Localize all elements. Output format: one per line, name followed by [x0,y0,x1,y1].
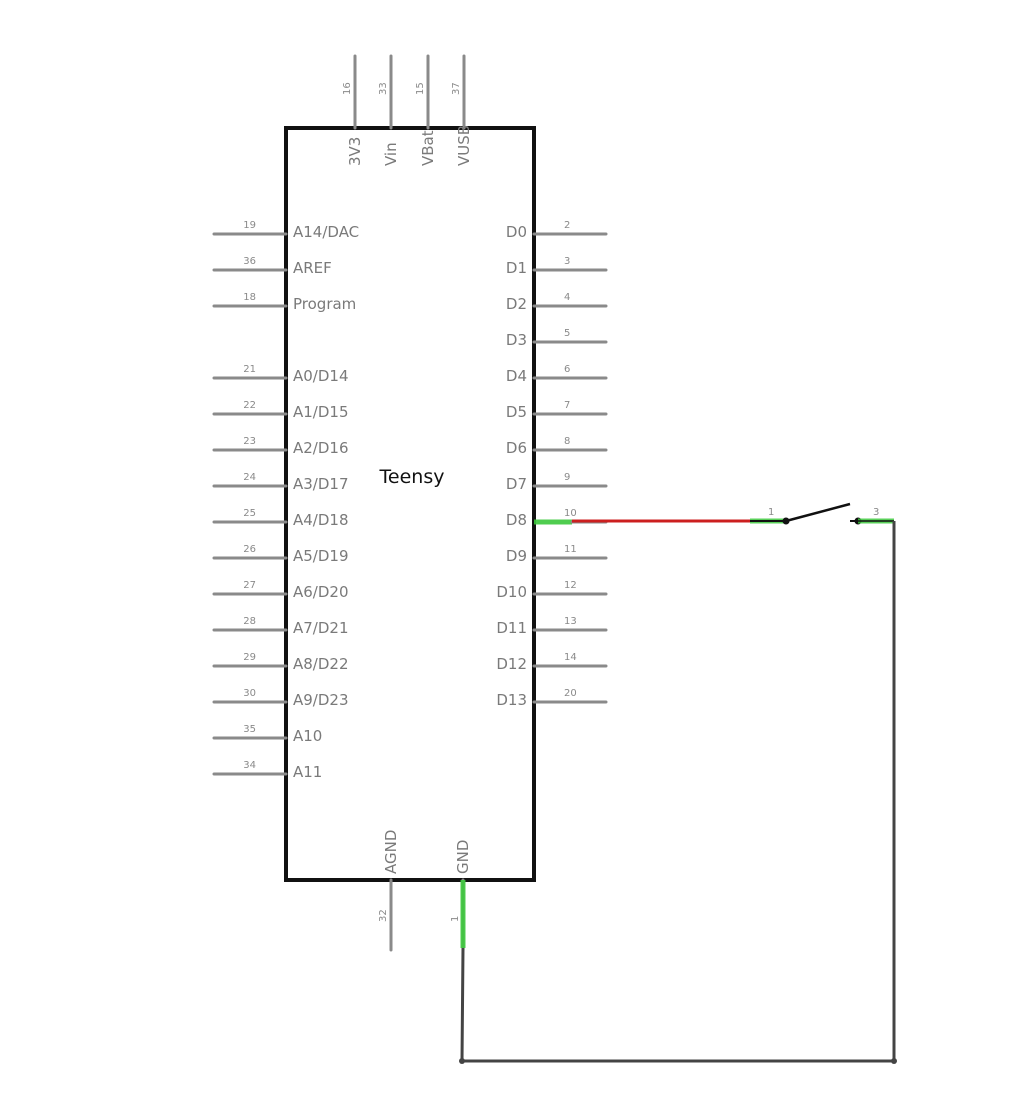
pin-a10-label: A10 [293,727,322,745]
pin-d7-label: D7 [506,475,527,493]
pin-vusb-number: 37 [451,82,462,95]
pin-gnd-label: GND [454,840,472,874]
pin-3v3-number: 16 [342,82,353,95]
pin-program-number: 18 [243,292,256,303]
pin-a7-d21-label: A7/D21 [293,619,349,637]
pin-a5-d19-label: A5/D19 [293,547,349,565]
pin-a4-d18-number: 25 [243,508,256,519]
pin-d8-label: D8 [506,511,527,529]
pin-d12-label: D12 [496,655,527,673]
pin-a1-d15-number: 22 [243,400,256,411]
pin-a8-d22-label: A8/D22 [293,655,349,673]
pin-a7-d21-number: 28 [243,616,256,627]
pin-a0-d14-label: A0/D14 [293,367,349,385]
wire-junction-right [891,1058,897,1064]
switch-pin-right-number: 3 [873,507,879,518]
pin-gnd-number: 1 [450,916,461,922]
pin-aref-label: AREF [293,259,332,277]
pin-d8-number: 10 [564,508,577,519]
pin-d7-number: 9 [564,472,570,483]
pin-d4-number: 6 [564,364,570,375]
pin-a3-d17-label: A3/D17 [293,475,349,493]
pin-d2-label: D2 [506,295,527,313]
pin-agnd-label: AGND [382,830,400,874]
ground-wire[interactable] [460,521,896,1063]
pin-d0-label: D0 [506,223,527,241]
pin-d9-number: 11 [564,544,577,555]
pin-d9-label: D9 [506,547,527,565]
pin-a11-label: A11 [293,763,322,781]
switch-pin-left-number: 1 [768,507,774,518]
pin-d5-label: D5 [506,403,527,421]
pin-vusb-label: VUSB [455,125,473,166]
pin-a5-d19-number: 26 [243,544,256,555]
pin-d5-number: 7 [564,400,570,411]
pushbutton-switch[interactable]: 1 3 [750,502,894,525]
pin-a3-d17-number: 24 [243,472,256,483]
bottom-pin-group: 32 AGND 1 GND [378,830,472,952]
pin-a9-d23-number: 30 [243,688,256,699]
pin-a1-d15-label: A1/D15 [293,403,349,421]
pin-3v3-label: 3V3 [346,137,364,166]
pin-d13-label: D13 [496,691,527,709]
pin-d2-number: 4 [564,292,570,303]
chip-title: Teensy [379,466,445,488]
switch-contact-left [782,517,790,525]
pin-a4-d18-label: A4/D18 [293,511,349,529]
right-pin-group: 2D03D14D25D36D47D58D69D710D811D912D1013D… [496,220,608,709]
pin-d11-label: D11 [496,619,527,637]
pin-d1-number: 3 [564,256,570,267]
pin-d13-number: 20 [564,688,577,699]
pin-a14-dac-number: 19 [243,220,256,231]
pin-a11-number: 34 [243,760,256,771]
pin-d3-number: 5 [564,328,570,339]
pin-a0-d14-number: 21 [243,364,256,375]
pin-vin-number: 33 [378,82,389,95]
teensy-chip-body [284,126,536,882]
pin-d10-number: 12 [564,580,577,591]
pin-a2-d16-number: 23 [243,436,256,447]
pin-d6-number: 8 [564,436,570,447]
pin-d6-label: D6 [506,439,527,457]
pin-vbat-number: 15 [415,82,426,95]
pin-a6-d20-label: A6/D20 [293,583,349,601]
pin-a2-d16-label: A2/D16 [293,439,349,457]
pin-a9-d23-label: A9/D23 [293,691,349,709]
pin-vbat-label: VBat [419,130,437,166]
pin-d0-number: 2 [564,220,570,231]
switch-lever [785,502,851,523]
pin-d12-number: 14 [564,652,577,663]
pin-a10-number: 35 [243,724,256,735]
pin-agnd-number: 32 [378,909,389,922]
pin-d10-label: D10 [496,583,527,601]
pin-a6-d20-number: 27 [243,580,256,591]
pin-d3-label: D3 [506,331,527,349]
pin-vin-label: Vin [382,142,400,166]
left-pin-group: 19 A14/DAC 36 AREF 18 Program 21 A0/D14 22 A1/D15… [212,220,359,781]
wire-junction-left [459,1058,465,1064]
pin-a14-dac-label: A14/DAC [293,223,359,241]
pin-d11-number: 13 [564,616,577,627]
pin-d4-label: D4 [506,367,527,385]
pin-aref-number: 36 [243,256,256,267]
pin-d1-label: D1 [506,259,527,277]
pin-program-label: Program [293,295,356,313]
pin-a8-d22-number: 29 [243,652,256,663]
